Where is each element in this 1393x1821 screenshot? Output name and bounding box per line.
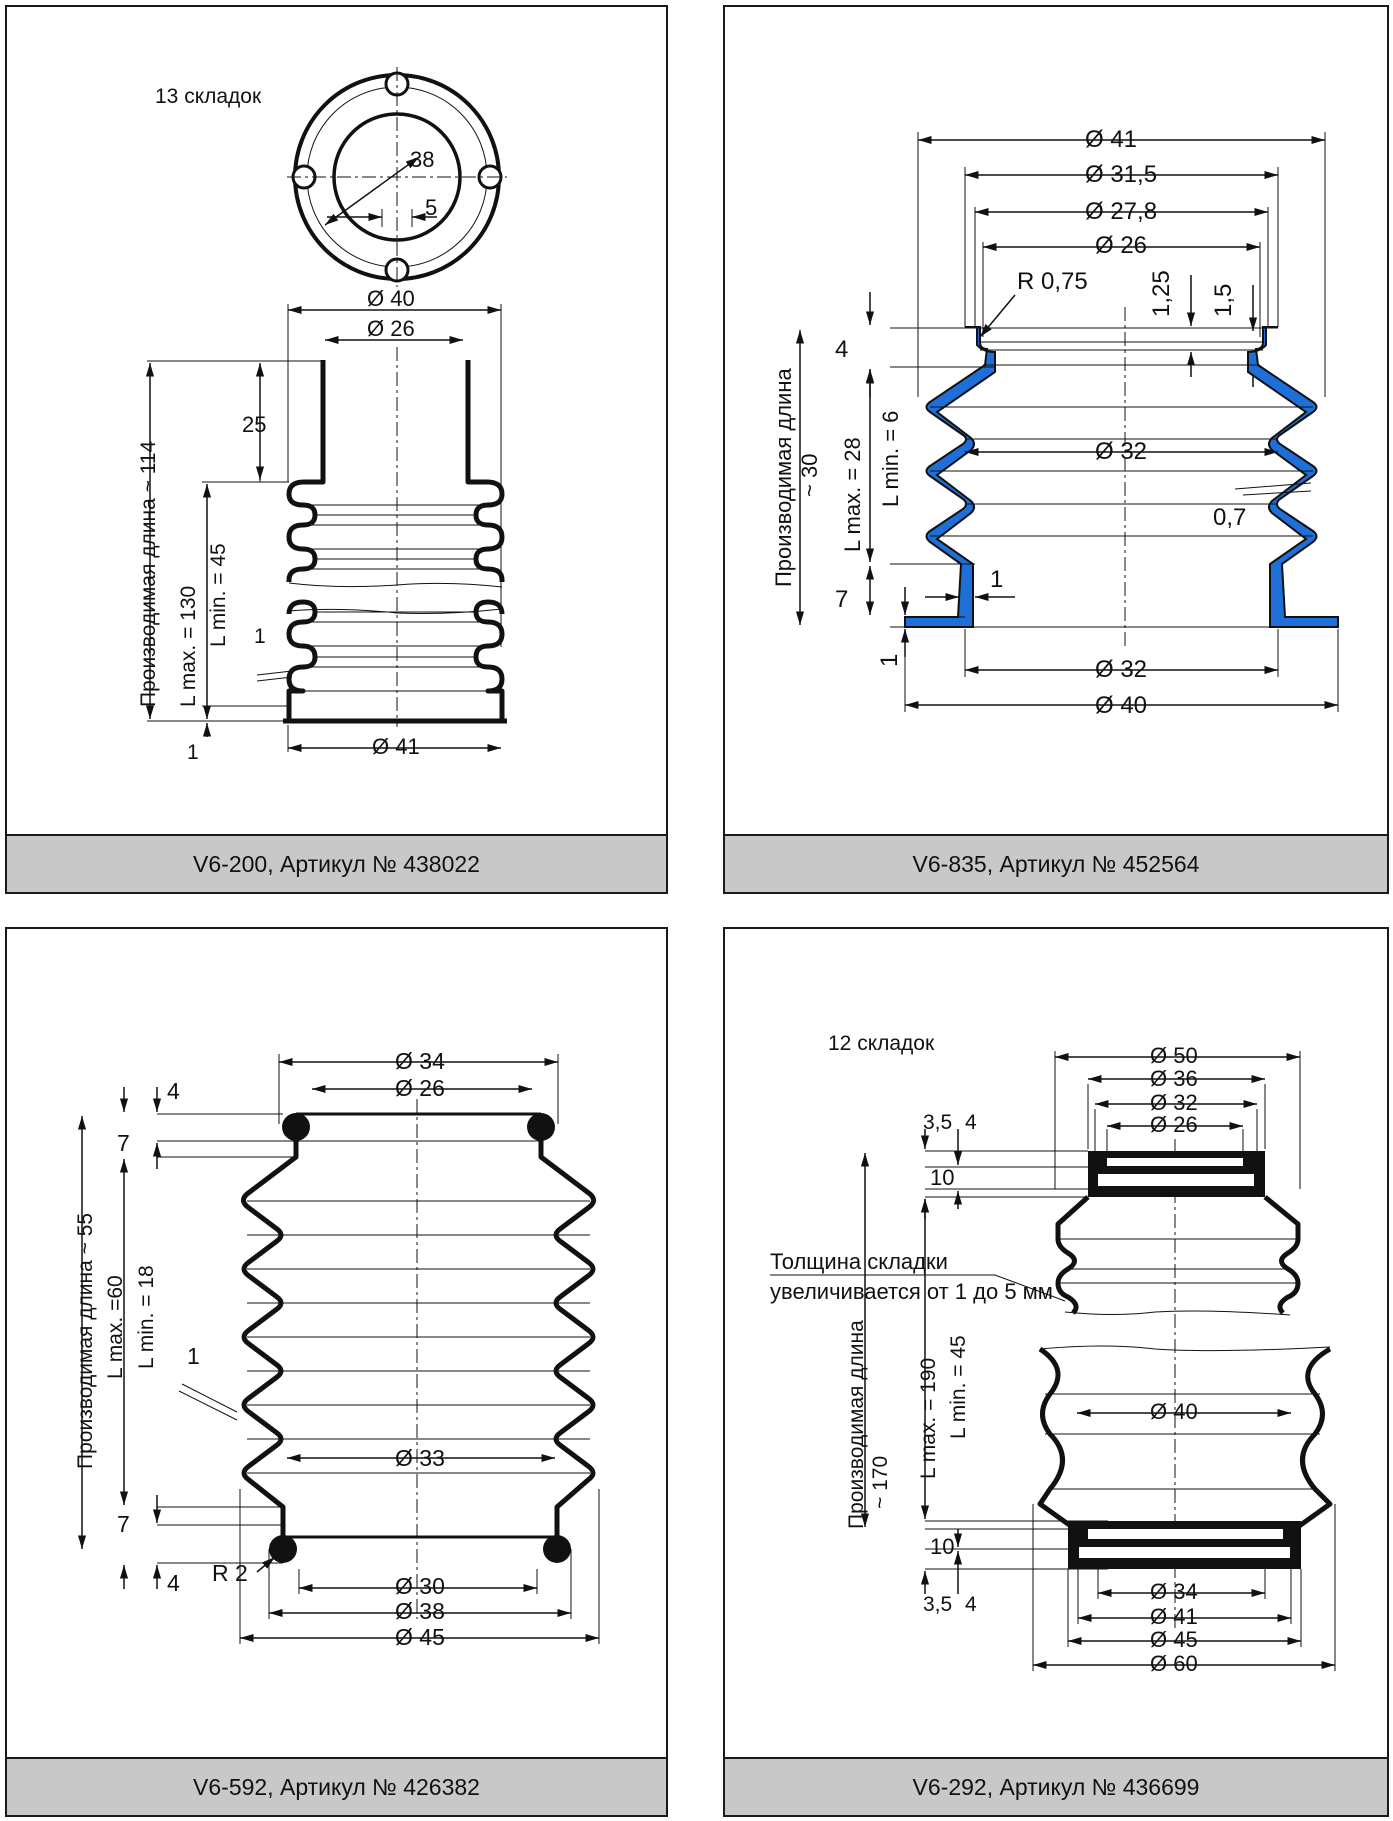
drawing-v6-200: 13 складок 38 5 Ø 40 Ø 26 — [137, 67, 507, 764]
dim-0-7: 0,7 — [1213, 504, 1246, 531]
dim-d36: Ø 36 — [1150, 1066, 1198, 1091]
dim-d30: Ø 30 — [395, 1573, 445, 1599]
top-view — [287, 67, 507, 287]
caption-v6-592: V6-592, Артикул № 426382 — [7, 1757, 666, 1815]
folds-note: 12 складок — [828, 1032, 935, 1055]
bellows-v6-200-body — [286, 360, 326, 583]
working-length-v6-292-a: Производимая длина — [845, 1320, 868, 1529]
dim-d27-8: Ø 27,8 — [1085, 198, 1157, 225]
dim-3-5-bottom: 3,5 — [923, 1593, 952, 1616]
lmin-v6-835: L min. = 6 — [878, 411, 903, 507]
dim-d32-bottom: Ø 32 — [1095, 656, 1147, 683]
dim-4-bottom: 4 — [965, 1593, 977, 1616]
lmax-v6-292: L max. = 190 — [917, 1358, 940, 1479]
note-line1: Толщина складки — [770, 1249, 948, 1274]
dim-3-5-top: 3,5 — [923, 1111, 952, 1134]
dim-4-top: 4 — [965, 1111, 977, 1134]
dim-d34: Ø 34 — [395, 1048, 445, 1074]
dim-d41: Ø 41 — [1085, 126, 1137, 153]
dim-r075: R 0,75 — [1017, 268, 1088, 295]
dim-d34: Ø 34 — [1150, 1579, 1198, 1604]
lmin-v6-292: L min. = 45 — [947, 1335, 970, 1439]
dim-d40: Ø 40 — [1095, 692, 1147, 719]
caption-v6-835: V6-835, Артикул № 452564 — [725, 834, 1387, 892]
dim-7-top: 7 — [117, 1130, 130, 1156]
dim-d45: Ø 45 — [395, 1624, 445, 1650]
dim-r2: R 2 — [212, 1560, 248, 1586]
dim-d41: Ø 41 — [1150, 1604, 1198, 1629]
note-line2: увеличивается от 1 до 5 мм — [770, 1279, 1053, 1304]
dim-d50: Ø 50 — [1150, 1043, 1198, 1068]
working-length-v6-835-b: ~ 30 — [797, 454, 822, 497]
dim-d41: Ø 41 — [372, 734, 420, 759]
panel-v6-200: 13 складок 38 5 Ø 40 Ø 26 — [5, 5, 668, 894]
working-length-v6-835-a: Производимая длина — [771, 368, 796, 587]
working-length-v6-592: Производимая длина ~ 55 — [74, 1213, 97, 1469]
caption-v6-200: V6-200, Артикул № 438022 — [7, 834, 666, 892]
working-length-v6-200: Производимая длина ~ 114 — [137, 440, 160, 707]
dim-d26: Ø 26 — [1095, 232, 1147, 259]
drawing-v6-592: Ø 34 Ø 26 Ø 33 — [74, 1048, 600, 1650]
bellows-v6-592-right-wall — [538, 1127, 596, 1539]
caption-v6-292: V6-292, Артикул № 436699 — [725, 1757, 1387, 1815]
dim-d40: Ø 40 — [1150, 1399, 1198, 1424]
working-length-v6-292-b: ~ 170 — [869, 1456, 892, 1509]
dim-d32-inner: Ø 32 — [1095, 438, 1147, 465]
dim-10-bottom: 10 — [930, 1534, 954, 1559]
dim-7-bottom: 7 — [117, 1511, 130, 1537]
dim-d40: Ø 40 — [367, 286, 415, 311]
dim-1-25: 1,25 — [1148, 270, 1175, 317]
dim-d26: Ø 26 — [395, 1075, 445, 1101]
dim-1-wall: 1 — [990, 566, 1003, 593]
dim-1-5: 1,5 — [1210, 284, 1237, 317]
dim-1-wall: 1 — [254, 625, 266, 648]
bellows-v6-592-left-wall — [241, 1127, 299, 1539]
dim-1-flange: 1 — [876, 654, 903, 667]
dim-25: 25 — [242, 412, 266, 437]
lmax-v6-200: L max. = 130 — [177, 586, 200, 707]
dim-4-bottom: 4 — [167, 1570, 180, 1596]
lmax-v6-592: L max. =60 — [104, 1275, 127, 1379]
dim-d38: Ø 38 — [395, 1598, 445, 1624]
dim-d33: Ø 33 — [395, 1445, 445, 1471]
panel-v6-592: Ø 34 Ø 26 Ø 33 — [5, 927, 668, 1817]
top-ring — [1088, 1151, 1265, 1197]
dim-4-top: 4 — [167, 1078, 180, 1104]
dim-1-wall: 1 — [187, 1343, 200, 1369]
drawing-v6-835: Ø 41 Ø 31,5 Ø 27,8 Ø 26 R 0,75 1,25 1,5 — [771, 126, 1339, 719]
dim-1-bottom: 1 — [187, 741, 199, 764]
bellows-v6-835-right-wall — [1247, 326, 1339, 628]
bellows-v6-835-left-wall — [904, 326, 996, 628]
drawing-v6-292: 12 складок Ø 50 Ø 36 Ø 32 Ø 26 — [770, 1032, 1336, 1676]
dim-5: 5 — [425, 195, 437, 220]
dim-d26: Ø 26 — [1150, 1112, 1198, 1137]
dim-d26: Ø 26 — [367, 316, 415, 341]
lmax-v6-835: L max. = 28 — [840, 437, 865, 552]
dim-4: 4 — [835, 336, 848, 363]
dim-10-top: 10 — [930, 1165, 954, 1190]
lmin-v6-592: L min. = 18 — [135, 1265, 158, 1369]
lmin-v6-200: L min. = 45 — [207, 543, 230, 647]
dim-d32: Ø 32 — [1150, 1090, 1198, 1115]
dim-7: 7 — [835, 586, 848, 613]
dim-d60: Ø 60 — [1150, 1651, 1198, 1676]
dim-d45: Ø 45 — [1150, 1627, 1198, 1652]
bottom-ring — [1068, 1521, 1301, 1569]
panel-v6-292: 12 складок Ø 50 Ø 36 Ø 32 Ø 26 — [723, 927, 1389, 1817]
folds-note: 13 складок — [155, 85, 262, 108]
panel-v6-835: Ø 41 Ø 31,5 Ø 27,8 Ø 26 R 0,75 1,25 1,5 — [723, 5, 1389, 894]
dim-d31-5: Ø 31,5 — [1085, 161, 1157, 188]
dim-38: 38 — [410, 147, 434, 172]
